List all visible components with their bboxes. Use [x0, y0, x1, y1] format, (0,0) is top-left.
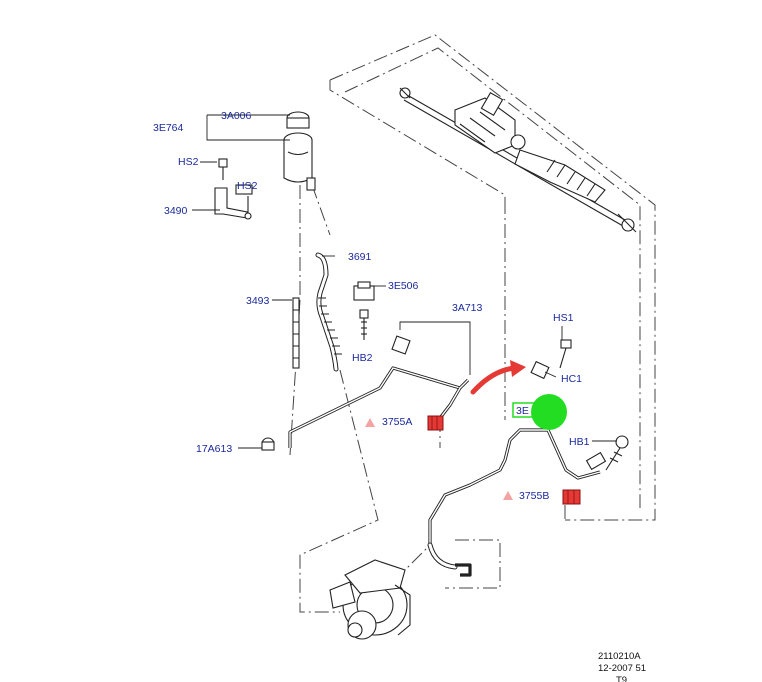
footer-ref: 2110210A [598, 651, 641, 662]
warning-triangle-icon [503, 491, 513, 500]
hose-3691 [315, 252, 342, 372]
red-curved-arrow-icon [470, 360, 526, 395]
return-line [427, 428, 607, 577]
leader-lines [192, 114, 617, 449]
pressure-line-3a713 [261, 335, 470, 451]
green-dot-marker-icon [531, 394, 567, 430]
label-3755a: 3755A [382, 416, 412, 428]
part-labels: 3A006 3E764 HS2 HS2 3490 3691 3E506 3493… [153, 110, 590, 502]
power-steering-pump [329, 559, 411, 640]
label-3e506: 3E506 [388, 280, 419, 292]
label-3493: 3493 [246, 295, 270, 307]
label-3e-highlight: 3E [516, 405, 529, 417]
clamp-3e506 [353, 281, 375, 340]
label-17a613: 17A613 [196, 443, 232, 455]
label-3755b: 3755B [519, 490, 549, 502]
label-3691: 3691 [348, 251, 372, 263]
label-hs2: HS2 [178, 156, 199, 168]
label-hc1: HC1 [561, 373, 582, 385]
reference-lines [289, 34, 656, 613]
highlight-label-box [512, 402, 538, 418]
label-3e764: 3E764 [153, 122, 184, 134]
bracket-3490 [214, 158, 253, 220]
label-hb2: HB2 [352, 352, 373, 364]
fluid-reservoir [283, 111, 316, 191]
label-hs2: HS2 [237, 180, 258, 192]
label-hb1: HB1 [569, 436, 590, 448]
seal-3755a [427, 415, 444, 431]
footer-code: T9 [616, 675, 627, 682]
steering-rack [399, 87, 637, 233]
label-3a006: 3A006 [221, 110, 252, 122]
footer-date: 12-2007 51 [598, 663, 646, 674]
warning-triangle-icon [365, 418, 375, 427]
footer-reference: 2110210A 12-2007 51 T9 [598, 651, 646, 682]
label-hs1: HS1 [553, 312, 574, 324]
hose-3493 [292, 297, 300, 369]
seal-3755b [562, 489, 581, 505]
label-3490: 3490 [164, 205, 188, 217]
bolt-hb1 [605, 435, 629, 471]
label-3a713: 3A713 [452, 302, 483, 314]
